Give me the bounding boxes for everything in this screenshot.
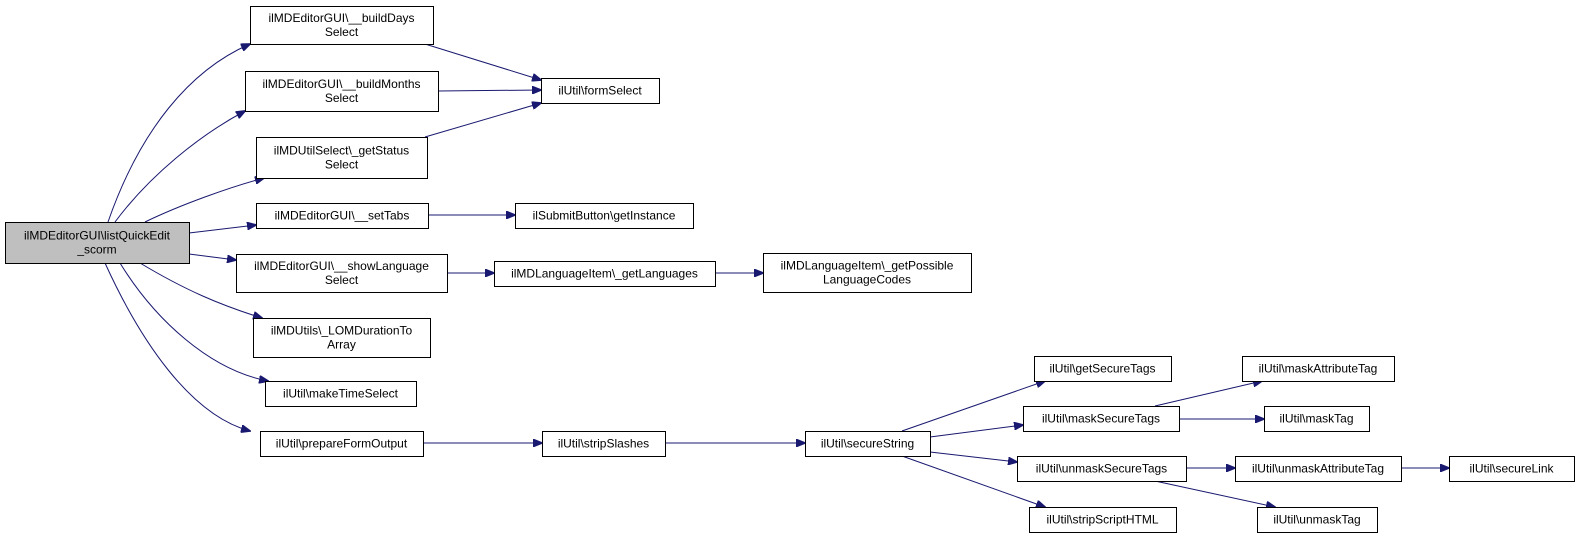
- edge-root-to-makeTime: [119, 262, 268, 381]
- node-formSelect[interactable]: ilUtil\formSelect: [541, 78, 660, 104]
- node-prepareForm[interactable]: ilUtil\prepareFormOutput: [260, 431, 424, 457]
- node-label-line: ilUtil\secureString: [821, 437, 914, 451]
- edge-root-to-lomDuration: [139, 262, 262, 318]
- node-box: [256, 203, 429, 229]
- node-label-line: Array: [327, 338, 356, 352]
- node-label-line: ilMDLanguageItem\_getPossible: [781, 259, 954, 273]
- edge-secureString-to-getSecureTags: [901, 381, 1045, 432]
- node-getSecureTags[interactable]: ilUtil\getSecureTags: [1034, 356, 1172, 382]
- node-box: [1257, 507, 1378, 533]
- edge-unmaskSecureTags-to-unmaskTag: [1154, 480, 1275, 507]
- node-box: [1017, 456, 1187, 482]
- node-secureString[interactable]: ilUtil\secureString: [805, 431, 931, 457]
- edge-secureString-to-stripScriptHTML: [901, 455, 1045, 507]
- node-stripScriptHTML[interactable]: ilUtil\stripScriptHTML: [1029, 507, 1177, 533]
- edge-buildMonths-to-formSelect: [437, 90, 541, 91]
- node-box: [494, 261, 716, 287]
- node-label-line: ilMDEditorGUI\__setTabs: [275, 209, 410, 223]
- node-box: [542, 431, 666, 457]
- edge-root-to-buildDays: [107, 44, 250, 223]
- node-label-line: _scorm: [76, 243, 116, 257]
- node-secureLink[interactable]: ilUtil\secureLink: [1449, 456, 1575, 482]
- node-box: [763, 253, 972, 293]
- node-label-line: Select: [325, 25, 359, 39]
- node-label-line: LanguageCodes: [823, 273, 911, 287]
- edge-maskSecureTags-to-maskAttributeTag: [1154, 381, 1262, 407]
- node-box: [265, 381, 417, 407]
- node-box: [245, 71, 439, 112]
- node-label-line: ilUtil\makeTimeSelect: [283, 387, 399, 401]
- node-label-line: ilUtil\unmaskAttributeTag: [1252, 462, 1384, 476]
- node-maskSecureTags[interactable]: ilUtil\maskSecureTags: [1023, 406, 1180, 432]
- edge-secureString-to-maskSecureTags: [929, 425, 1023, 438]
- node-label-line: ilMDEditorGUI\listQuickEdit: [24, 229, 171, 243]
- node-stripSlashes[interactable]: ilUtil\stripSlashes: [542, 431, 666, 457]
- node-label-line: Select: [325, 273, 359, 287]
- node-maskAttributeTag[interactable]: ilUtil\maskAttributeTag: [1242, 356, 1395, 382]
- node-box: [805, 431, 931, 457]
- node-label-line: ilUtil\prepareFormOutput: [276, 437, 408, 451]
- node-box: [1029, 507, 1177, 533]
- edge-secureString-to-unmaskSecureTags: [929, 451, 1017, 462]
- edge-root-to-getStatus: [144, 178, 264, 223]
- node-label-line: ilUtil\stripSlashes: [558, 437, 649, 451]
- node-box: [256, 137, 428, 179]
- node-box: [541, 78, 660, 104]
- node-label-line: ilMDEditorGUI\__showLanguage: [254, 259, 429, 273]
- node-label-line: ilUtil\stripScriptHTML: [1046, 513, 1158, 527]
- node-box: [250, 6, 434, 45]
- node-label-line: ilMDEditorGUI\__buildDays: [268, 11, 414, 25]
- node-label-line: ilMDUtilSelect\_getStatus: [274, 144, 409, 158]
- node-label-line: ilSubmitButton\getInstance: [533, 209, 676, 223]
- node-label-line: Select: [325, 158, 359, 172]
- node-box: [1449, 456, 1575, 482]
- node-box: [1264, 406, 1370, 432]
- node-label-line: ilUtil\maskTag: [1279, 412, 1353, 426]
- node-unmaskAttributeTag[interactable]: ilUtil\unmaskAttributeTag: [1235, 456, 1402, 482]
- node-box: [1235, 456, 1402, 482]
- edge-root-to-showLanguage: [188, 253, 236, 260]
- node-label-line: ilUtil\maskAttributeTag: [1259, 362, 1378, 376]
- node-unmaskTag[interactable]: ilUtil\unmaskTag: [1257, 507, 1378, 533]
- node-label-line: ilUtil\unmaskTag: [1273, 513, 1360, 527]
- node-label-line: ilMDLanguageItem\_getLanguages: [511, 267, 698, 281]
- node-label-line: ilMDEditorGUI\__buildMonths: [262, 77, 420, 91]
- node-getLanguages[interactable]: ilMDLanguageItem\_getLanguages: [494, 261, 716, 287]
- edge-getStatus-to-formSelect: [424, 103, 541, 138]
- node-label-line: ilUtil\maskSecureTags: [1042, 412, 1160, 426]
- edge-root-to-buildMonths: [114, 111, 245, 223]
- edge-root-to-prepareForm: [104, 262, 250, 431]
- node-possibleCodes[interactable]: ilMDLanguageItem\_getPossibleLanguageCod…: [763, 253, 972, 293]
- node-label-line: ilUtil\unmaskSecureTags: [1036, 462, 1167, 476]
- node-box: [515, 203, 694, 229]
- node-box: [236, 254, 448, 293]
- edge-root-to-setTabs: [188, 225, 256, 234]
- node-label-line: ilUtil\secureLink: [1469, 462, 1554, 476]
- node-box: [1242, 356, 1395, 382]
- node-label-line: ilMDUtils\_LOMDurationTo: [271, 324, 413, 338]
- edge-buildDays-to-formSelect: [424, 43, 541, 80]
- node-root[interactable]: ilMDEditorGUI\listQuickEdit_scorm: [5, 222, 190, 264]
- node-label-line: ilUtil\formSelect: [558, 84, 642, 98]
- node-box: [253, 318, 431, 358]
- node-maskTag[interactable]: ilUtil\maskTag: [1264, 406, 1370, 432]
- node-setTabs[interactable]: ilMDEditorGUI\__setTabs: [256, 203, 429, 229]
- node-box: [1034, 356, 1172, 382]
- node-getInstance[interactable]: ilSubmitButton\getInstance: [515, 203, 694, 229]
- node-box: [5, 222, 190, 264]
- nodes-layer: ilMDEditorGUI\listQuickEdit_scormilMDEdi…: [5, 6, 1575, 533]
- edges-layer: [104, 43, 1449, 507]
- node-unmaskSecureTags[interactable]: ilUtil\unmaskSecureTags: [1017, 456, 1187, 482]
- node-box: [260, 431, 424, 457]
- node-makeTime[interactable]: ilUtil\makeTimeSelect: [265, 381, 417, 407]
- node-label-line: Select: [325, 91, 359, 105]
- node-box: [1023, 406, 1180, 432]
- node-label-line: ilUtil\getSecureTags: [1049, 362, 1155, 376]
